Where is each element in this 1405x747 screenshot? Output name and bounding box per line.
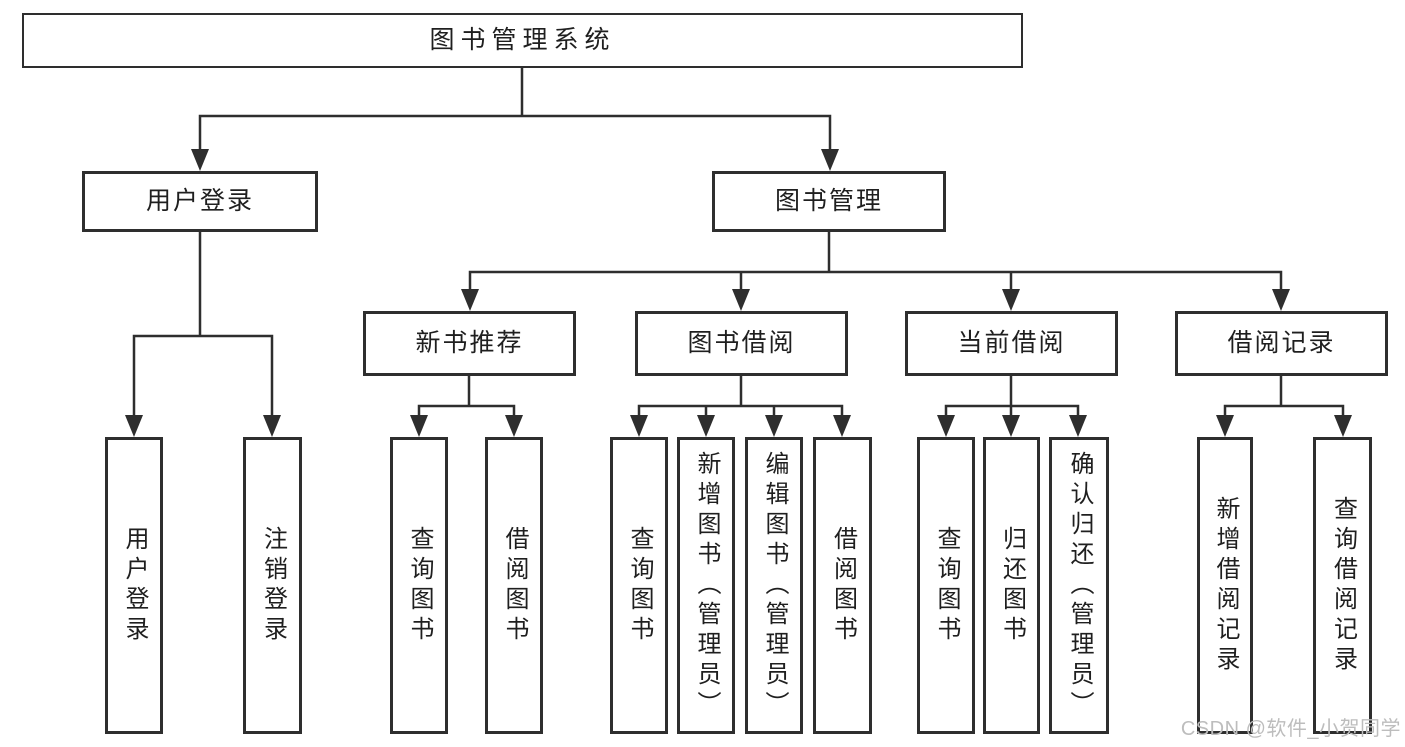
node-label: 当前借阅 xyxy=(957,329,1066,357)
node-label: 借阅图书 xyxy=(501,525,528,646)
leaf-confirm-return-admin: 确认归还（管理员） xyxy=(1049,437,1109,734)
node-label: 新增借阅记录 xyxy=(1212,495,1239,676)
leaf-borrow-books-recommend: 借阅图书 xyxy=(485,437,543,734)
node-label: 图书管理系统 xyxy=(429,26,616,54)
arrow-down-icon xyxy=(937,415,955,437)
arrow-down-icon xyxy=(263,415,281,437)
node-library-management-system: 图书管理系统 xyxy=(22,13,1023,68)
arrow-down-icon xyxy=(1272,289,1290,311)
node-borrowing-records: 借阅记录 xyxy=(1175,311,1388,376)
leaf-user-login: 用户登录 xyxy=(105,437,163,734)
connector-borrowrecord-to-leaves xyxy=(1223,374,1345,418)
connector-userlogin-to-leaves xyxy=(132,230,274,418)
leaf-query-borrow-record: 查询借阅记录 xyxy=(1313,437,1372,734)
arrow-down-icon xyxy=(1334,415,1352,437)
node-user-login: 用户登录 xyxy=(82,171,318,232)
csdn-watermark: CSDN @软件_小贺同学 xyxy=(1180,718,1401,740)
connector-root-to-level2 xyxy=(198,66,832,152)
node-book-management: 图书管理 xyxy=(712,171,946,232)
node-label: 借阅记录 xyxy=(1227,329,1336,357)
node-label: 查询图书 xyxy=(626,525,653,646)
node-label: 查询图书 xyxy=(933,525,960,646)
leaf-query-books-borrowing: 查询图书 xyxy=(610,437,668,734)
node-label: 用户登录 xyxy=(121,525,148,646)
node-label: 编辑图书（管理员） xyxy=(761,450,788,721)
leaf-logout: 注销登录 xyxy=(243,437,302,734)
arrow-down-icon xyxy=(125,415,143,437)
leaf-add-book-admin: 新增图书（管理员） xyxy=(677,437,735,734)
leaf-return-book: 归还图书 xyxy=(983,437,1040,734)
arrow-down-icon xyxy=(1002,415,1020,437)
arrow-down-icon xyxy=(765,415,783,437)
connector-currentborrow-to-leaves xyxy=(944,374,1080,418)
arrow-down-icon xyxy=(833,415,851,437)
node-new-book-recommendation: 新书推荐 xyxy=(363,311,576,376)
leaf-borrow-books-borrowing: 借阅图书 xyxy=(813,437,872,734)
arrow-down-icon xyxy=(191,149,209,171)
leaf-query-books-current: 查询图书 xyxy=(917,437,975,734)
connector-bookborrow-to-leaves xyxy=(637,374,844,418)
node-label: 新书推荐 xyxy=(415,329,524,357)
node-label: 查询图书 xyxy=(406,525,433,646)
arrow-down-icon xyxy=(821,149,839,171)
node-book-borrowing: 图书借阅 xyxy=(635,311,848,376)
leaf-add-borrow-record: 新增借阅记录 xyxy=(1197,437,1253,734)
node-label: 查询借阅记录 xyxy=(1329,495,1357,676)
node-label: 注销登录 xyxy=(259,525,287,646)
node-label: 图书管理 xyxy=(774,187,883,215)
arrow-down-icon xyxy=(732,289,750,311)
node-label: 归还图书 xyxy=(998,525,1026,646)
leaf-query-books-recommend: 查询图书 xyxy=(390,437,448,734)
connector-bookmgmt-to-level3 xyxy=(468,230,1283,292)
arrow-down-icon xyxy=(410,415,428,437)
arrow-down-icon xyxy=(697,415,715,437)
arrow-down-icon xyxy=(461,289,479,311)
node-label: 用户登录 xyxy=(145,187,254,215)
node-label: 借阅图书 xyxy=(829,525,857,646)
leaf-edit-book-admin: 编辑图书（管理员） xyxy=(745,437,803,734)
arrow-down-icon xyxy=(630,415,648,437)
arrow-down-icon xyxy=(1002,289,1020,311)
arrow-down-icon xyxy=(1069,415,1087,437)
node-label: 确认归还（管理员） xyxy=(1066,450,1093,721)
node-label: 图书借阅 xyxy=(687,329,796,357)
node-label: 新增图书（管理员） xyxy=(693,450,720,721)
arrow-down-icon xyxy=(1216,415,1234,437)
node-current-borrowing: 当前借阅 xyxy=(905,311,1118,376)
arrow-down-icon xyxy=(505,415,523,437)
connector-newbook-to-leaves xyxy=(417,374,516,418)
